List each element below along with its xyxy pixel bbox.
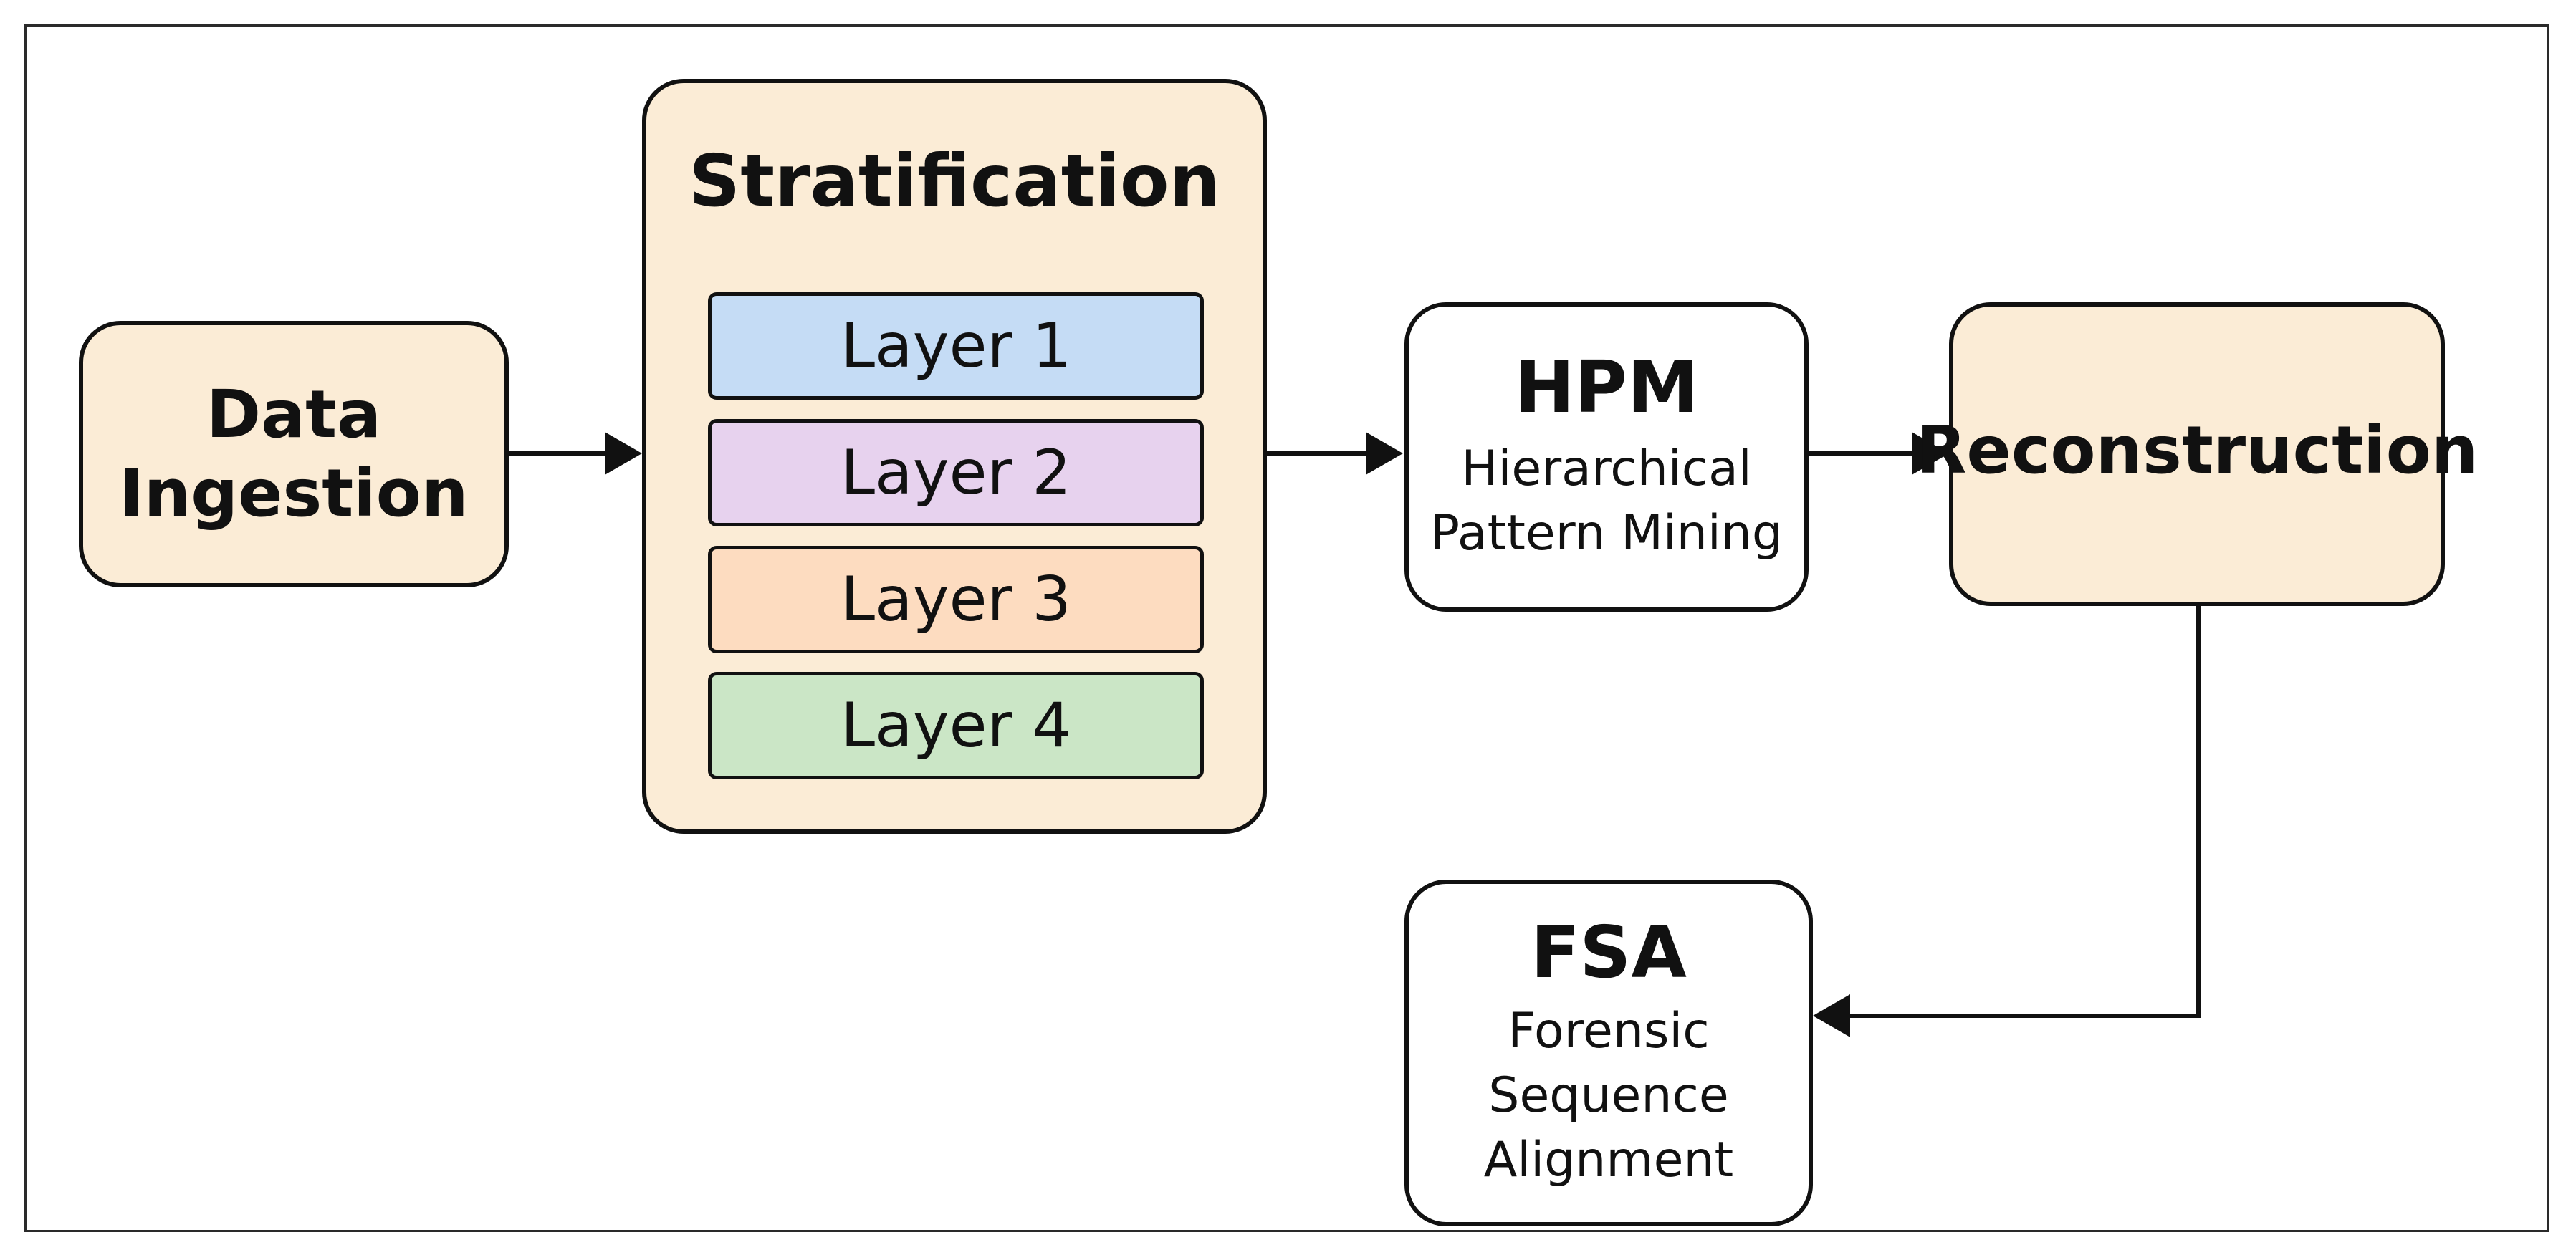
hpm-node: HPM Hierarchical Pattern Mining xyxy=(1404,302,1809,612)
stratification-title: Stratification xyxy=(689,139,1220,223)
data-ingestion-line2: Ingestion xyxy=(119,455,469,532)
hpm-title: HPM xyxy=(1514,345,1699,430)
hpm-line1: Hierarchical xyxy=(1461,441,1752,498)
arrow-reconstruction-to-fsa xyxy=(1813,606,2201,1037)
arrow-hpm-to-reconstruction xyxy=(1809,432,1949,475)
data-ingestion-line1: Data xyxy=(206,375,382,453)
fsa-line3: Alignment xyxy=(1483,1131,1734,1188)
arrow-stratification-to-hpm xyxy=(1267,432,1403,475)
fsa-title: FSA xyxy=(1531,910,1687,995)
reconstruction-title: Reconstruction xyxy=(1915,411,2479,489)
layer-1: Layer 1 xyxy=(708,292,1204,400)
layer-3: Layer 3 xyxy=(708,546,1204,653)
reconstruction-node: Reconstruction xyxy=(1916,302,2478,606)
arrow-ingestion-to-stratification xyxy=(509,432,642,475)
layer-4: Layer 4 xyxy=(708,672,1204,779)
diagram-frame xyxy=(24,24,2549,1232)
fsa-line1: Forensic xyxy=(1508,1003,1710,1060)
data-ingestion-node: Data Ingestion xyxy=(79,321,509,587)
hpm-line2: Pattern Mining xyxy=(1430,505,1783,562)
layer-2: Layer 2 xyxy=(708,419,1204,526)
fsa-node: FSA Forensic Sequence Alignment xyxy=(1404,880,1813,1226)
fsa-line2: Sequence xyxy=(1488,1067,1729,1125)
